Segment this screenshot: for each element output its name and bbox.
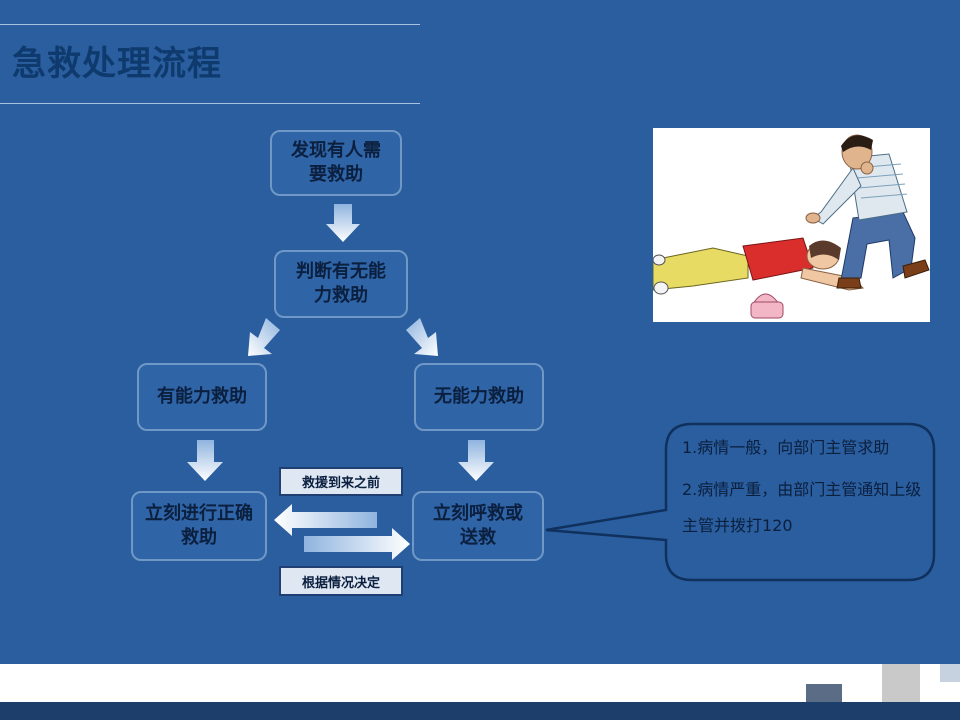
before-arrival-text: 救援到来之前 <box>301 476 380 491</box>
page-title: 急救处理流程 <box>12 44 222 84</box>
able-box: 有能力救助 <box>137 363 267 431</box>
callout-line-2: 2.病情严重，由部门主管通知上级主管并拨打120 <box>682 480 922 535</box>
decide-text: 根据情况决定 <box>301 575 380 591</box>
first-aid-illustration-icon <box>652 128 930 322</box>
footer-square-grey <box>882 664 920 702</box>
judge-text: 判断有无能力救助 <box>296 261 386 306</box>
callout-line-1: 1.病情一般，向部门主管求助 <box>682 438 890 457</box>
decide-label: 根据情况决定 <box>279 566 403 596</box>
callout-text: 1.病情一般，向部门主管求助 2.病情严重，由部门主管通知上级主管并拨打120 <box>682 430 922 544</box>
judge-box: 判断有无能力救助 <box>274 250 408 318</box>
call-help-box: 立刻呼救或送救 <box>412 491 544 561</box>
footer-square-light <box>940 664 960 682</box>
rescue-now-box: 立刻进行正确救助 <box>131 491 267 561</box>
discover-box: 发现有人需要救助 <box>270 130 402 196</box>
title-top-rule <box>0 24 420 25</box>
discover-text: 发现有人需要救助 <box>291 140 381 185</box>
footer-square-dark <box>806 684 842 702</box>
able-text: 有能力救助 <box>157 386 247 407</box>
unable-box: 无能力救助 <box>414 363 544 431</box>
rescue-now-text: 立刻进行正确救助 <box>145 503 253 548</box>
footer-band <box>0 664 960 702</box>
call-help-text: 立刻呼救或送救 <box>433 503 523 548</box>
footer-bar <box>0 702 960 720</box>
before-arrival-label: 救援到来之前 <box>279 467 403 496</box>
unable-text: 无能力救助 <box>434 386 524 407</box>
title-bottom-rule <box>0 103 420 104</box>
